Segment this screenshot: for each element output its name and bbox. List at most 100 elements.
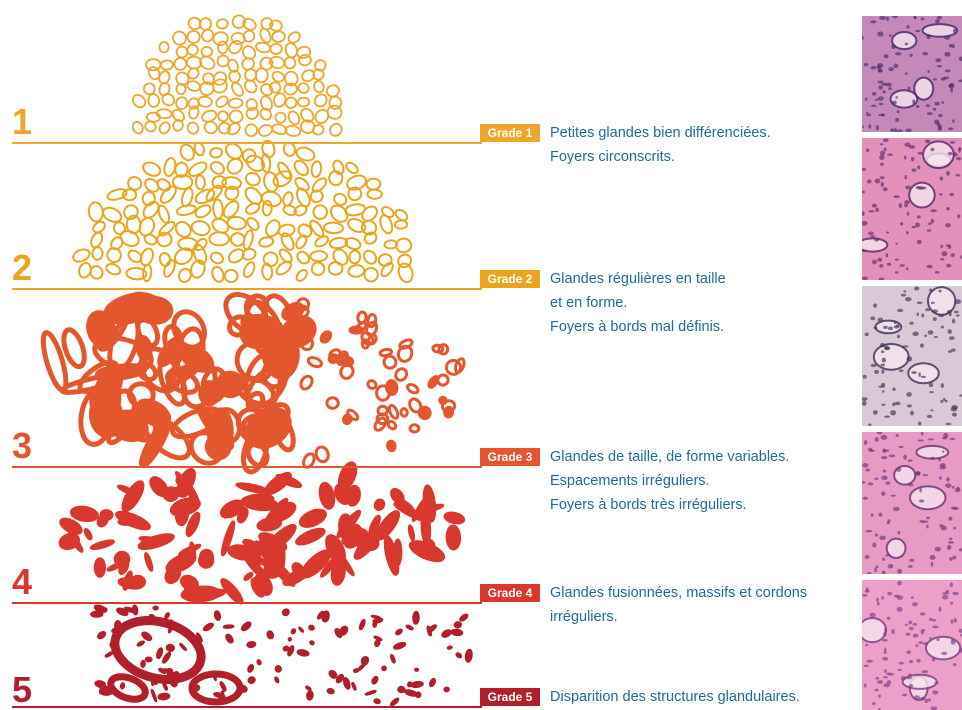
tissue-gland [885, 537, 907, 559]
tissue-nucleus [862, 211, 865, 216]
gland-shape [227, 248, 245, 264]
grade-1-line [12, 142, 482, 144]
tissue-nucleus [905, 185, 912, 190]
tissue-nucleus [909, 558, 915, 562]
tissue-nucleus [879, 143, 884, 146]
gland-shape [140, 659, 146, 669]
gland-shape [298, 508, 327, 528]
gland-shape [174, 326, 206, 379]
gland-shape [240, 493, 275, 507]
gland-shape [240, 621, 252, 632]
tissue-nucleus [940, 525, 947, 531]
tissue-nucleus [912, 622, 917, 626]
tissue-nucleus [916, 239, 922, 245]
gland-shape [158, 41, 170, 54]
tissue-nucleus [950, 640, 956, 645]
tissue-nucleus [874, 688, 879, 692]
tissue-nucleus [870, 20, 877, 24]
tissue-nucleus [903, 454, 907, 460]
gland-shape [144, 120, 157, 133]
tissue-nucleus [948, 311, 952, 317]
tissue-nucleus [901, 345, 909, 348]
gland-shape [262, 251, 279, 268]
gland-shape [366, 188, 383, 200]
tissue-nucleus [874, 477, 879, 480]
gland-shape [159, 59, 174, 71]
gland-shape [361, 205, 378, 222]
gland-shape [186, 43, 199, 57]
tissue-nucleus [884, 647, 887, 653]
gland-shape [213, 610, 222, 622]
gland-shape [126, 486, 139, 507]
tissue-nucleus [862, 462, 869, 468]
tissue-nucleus [920, 629, 925, 635]
gland-shape [450, 628, 464, 637]
gland-shape [212, 78, 228, 94]
tissue-nucleus [953, 506, 959, 511]
gland-shape [208, 231, 231, 247]
tissue-nucleus [881, 570, 886, 574]
tissue-nucleus [890, 410, 897, 416]
gland-shape [374, 639, 381, 648]
gland-shape [363, 266, 379, 283]
tissue-nucleus [904, 203, 908, 208]
gland-shape [437, 343, 450, 356]
gland-shape [261, 262, 274, 281]
tissue-nucleus [887, 563, 894, 569]
gland-shape [196, 632, 203, 643]
tissue-nucleus [945, 170, 951, 176]
tissue-nucleus [883, 325, 888, 330]
gland-shape [360, 219, 378, 236]
gland-shape [295, 146, 316, 162]
tissue-nucleus [886, 262, 892, 267]
tissue-nucleus [891, 100, 897, 105]
gland-shape [211, 175, 227, 190]
gland-shape [142, 161, 162, 177]
tissue-nucleus [881, 475, 888, 480]
gland-shape [222, 624, 235, 629]
gland-shape [245, 98, 258, 112]
tissue-nucleus [914, 286, 920, 291]
tissue-nucleus [927, 70, 930, 74]
gland-shape [294, 177, 310, 192]
tissue-nucleus [956, 486, 960, 490]
gland-shape [455, 652, 463, 659]
tissue-nucleus [881, 403, 886, 406]
gland-shape [310, 160, 323, 179]
histology-photo-3 [862, 286, 962, 426]
gland-shape [228, 109, 244, 124]
gland-shape [144, 177, 160, 193]
gland-shape [119, 682, 126, 690]
tissue-nucleus [864, 332, 869, 337]
gland-shape [90, 231, 104, 249]
grade-4-description: Glandes fusionnées, massifs et cordons i… [550, 581, 807, 629]
tissue-nucleus [897, 668, 902, 671]
gland-shape [328, 95, 343, 110]
tissue-nucleus [918, 499, 925, 503]
tissue-nucleus [916, 215, 921, 219]
tissue-nucleus [927, 698, 932, 702]
gland-shape [147, 93, 160, 108]
tissue-nucleus [929, 554, 936, 560]
gland-shape [171, 309, 207, 350]
gland-shape [164, 565, 182, 585]
grade-1-number: 1 [12, 101, 33, 142]
tissue-nucleus [910, 156, 915, 162]
tissue-nucleus [882, 676, 889, 679]
tissue-nucleus [888, 672, 895, 676]
gland-shape [395, 237, 413, 254]
tissue-nucleus [874, 98, 879, 101]
gland-shape [326, 687, 335, 695]
histology-photo-1 [862, 16, 962, 132]
tissue-nucleus [880, 434, 888, 440]
gland-shape [313, 93, 328, 108]
tissue-nucleus [872, 702, 876, 706]
gland-shape [242, 261, 256, 279]
tissue-gland [889, 89, 919, 109]
gland-shape [227, 97, 244, 109]
tissue-nucleus [904, 200, 910, 205]
gland-shape [327, 261, 344, 276]
gland-shape [174, 500, 190, 527]
tissue-nucleus [929, 637, 933, 640]
tissue-nucleus [917, 186, 924, 190]
